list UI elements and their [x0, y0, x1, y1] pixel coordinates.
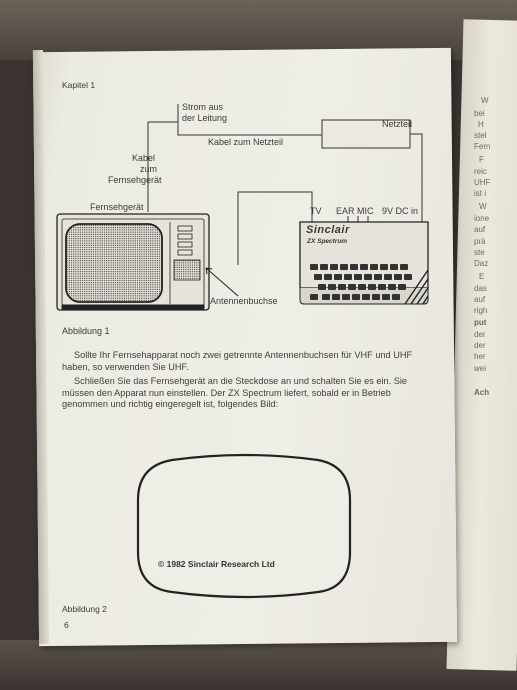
- figure-2-screen-outline: [136, 453, 352, 599]
- label-port-9v: 9V DC in: [382, 206, 419, 216]
- label-psu: Netzteil: [382, 119, 413, 129]
- facing-page-fragment: Daz: [474, 259, 489, 268]
- zx-spectrum-computer: [299, 221, 429, 305]
- label-port-mic: MIC: [357, 206, 374, 216]
- antenna-cable: [237, 191, 313, 265]
- backdrop-bottom: [0, 640, 517, 690]
- ear-mic-plugs: [347, 216, 369, 222]
- antenna-arrow: [205, 267, 239, 297]
- facing-page-fragment: auf: [474, 225, 486, 234]
- label-power-cable: Kabel zum Netzteil: [208, 137, 284, 147]
- facing-page-fragment: W: [479, 202, 487, 211]
- label-tv-cable-1: Kabel: [132, 153, 156, 163]
- facing-page-fragment: wei: [474, 364, 487, 373]
- psu-cable: [410, 133, 423, 222]
- facing-page-fragment: bei: [474, 109, 485, 118]
- facing-page-fragment: das: [474, 284, 487, 293]
- paragraph-uhf: Sollte Ihr Fernsehapparat noch zwei getr…: [62, 350, 413, 372]
- facing-page-fragment: ione: [474, 214, 490, 223]
- tv-set: [56, 213, 239, 311]
- label-tv-cable-3: Fernsehgerät: [108, 175, 162, 185]
- facing-page-fragment: E: [479, 272, 485, 281]
- facing-page-fragment: stel: [474, 131, 487, 140]
- facing-page-fragment: F: [479, 155, 484, 164]
- facing-page-fragment: ist i: [474, 189, 486, 198]
- tv-screen: [65, 223, 163, 303]
- facing-page-fragment: der: [474, 330, 486, 339]
- facing-page-fragment: reic: [474, 167, 487, 176]
- facing-page-fragment: prä: [474, 237, 486, 246]
- label-port-tv: TV: [310, 206, 322, 216]
- tv-speaker-grille: [173, 259, 201, 281]
- chapter-header: Kapitel 1: [62, 80, 96, 90]
- facing-page-fragment: put: [474, 318, 487, 327]
- facing-page-fragment: ste: [474, 248, 485, 257]
- facing-page-fragment: righ: [474, 306, 488, 315]
- power-line-left: [147, 121, 178, 212]
- label-antenna: Antennenbuchse: [210, 296, 278, 306]
- facing-page-fragment: der: [474, 341, 486, 350]
- copyright-message: © 1982 Sinclair Research Ltd: [158, 559, 275, 569]
- facing-page-fragment: UHF: [474, 178, 491, 187]
- figure-2-caption: Abbildung 2: [62, 604, 107, 614]
- facing-page-fragment: W: [481, 96, 489, 105]
- rainbow-stripe: [404, 269, 429, 305]
- facing-page-fragment: H: [478, 120, 484, 129]
- zx-spectrum-label: ZX Spectrum: [307, 238, 348, 245]
- facing-page-fragment: her: [474, 352, 486, 361]
- facing-page-fragment: Ach: [474, 388, 490, 397]
- facing-page-fragment: auf: [474, 295, 486, 304]
- facing-page-fragment: Fern: [474, 142, 491, 151]
- keyboard: [310, 264, 412, 300]
- label-port-ear: EAR: [336, 206, 355, 216]
- label-power-line-1: Strom aus: [182, 102, 224, 112]
- sinclair-logo: Sinclair: [306, 224, 350, 236]
- label-tv-cable-2: zum: [140, 164, 158, 174]
- page-number: 6: [64, 620, 69, 630]
- paragraph-tv-setup: Schließen Sie das Fernsehgerät an die St…: [62, 376, 407, 409]
- label-power-line-2: der Leitung: [182, 113, 228, 123]
- label-tv: Fernsehgerät: [90, 202, 144, 212]
- psu-box: [321, 119, 411, 149]
- figure-1-caption: Abbildung 1: [62, 326, 110, 336]
